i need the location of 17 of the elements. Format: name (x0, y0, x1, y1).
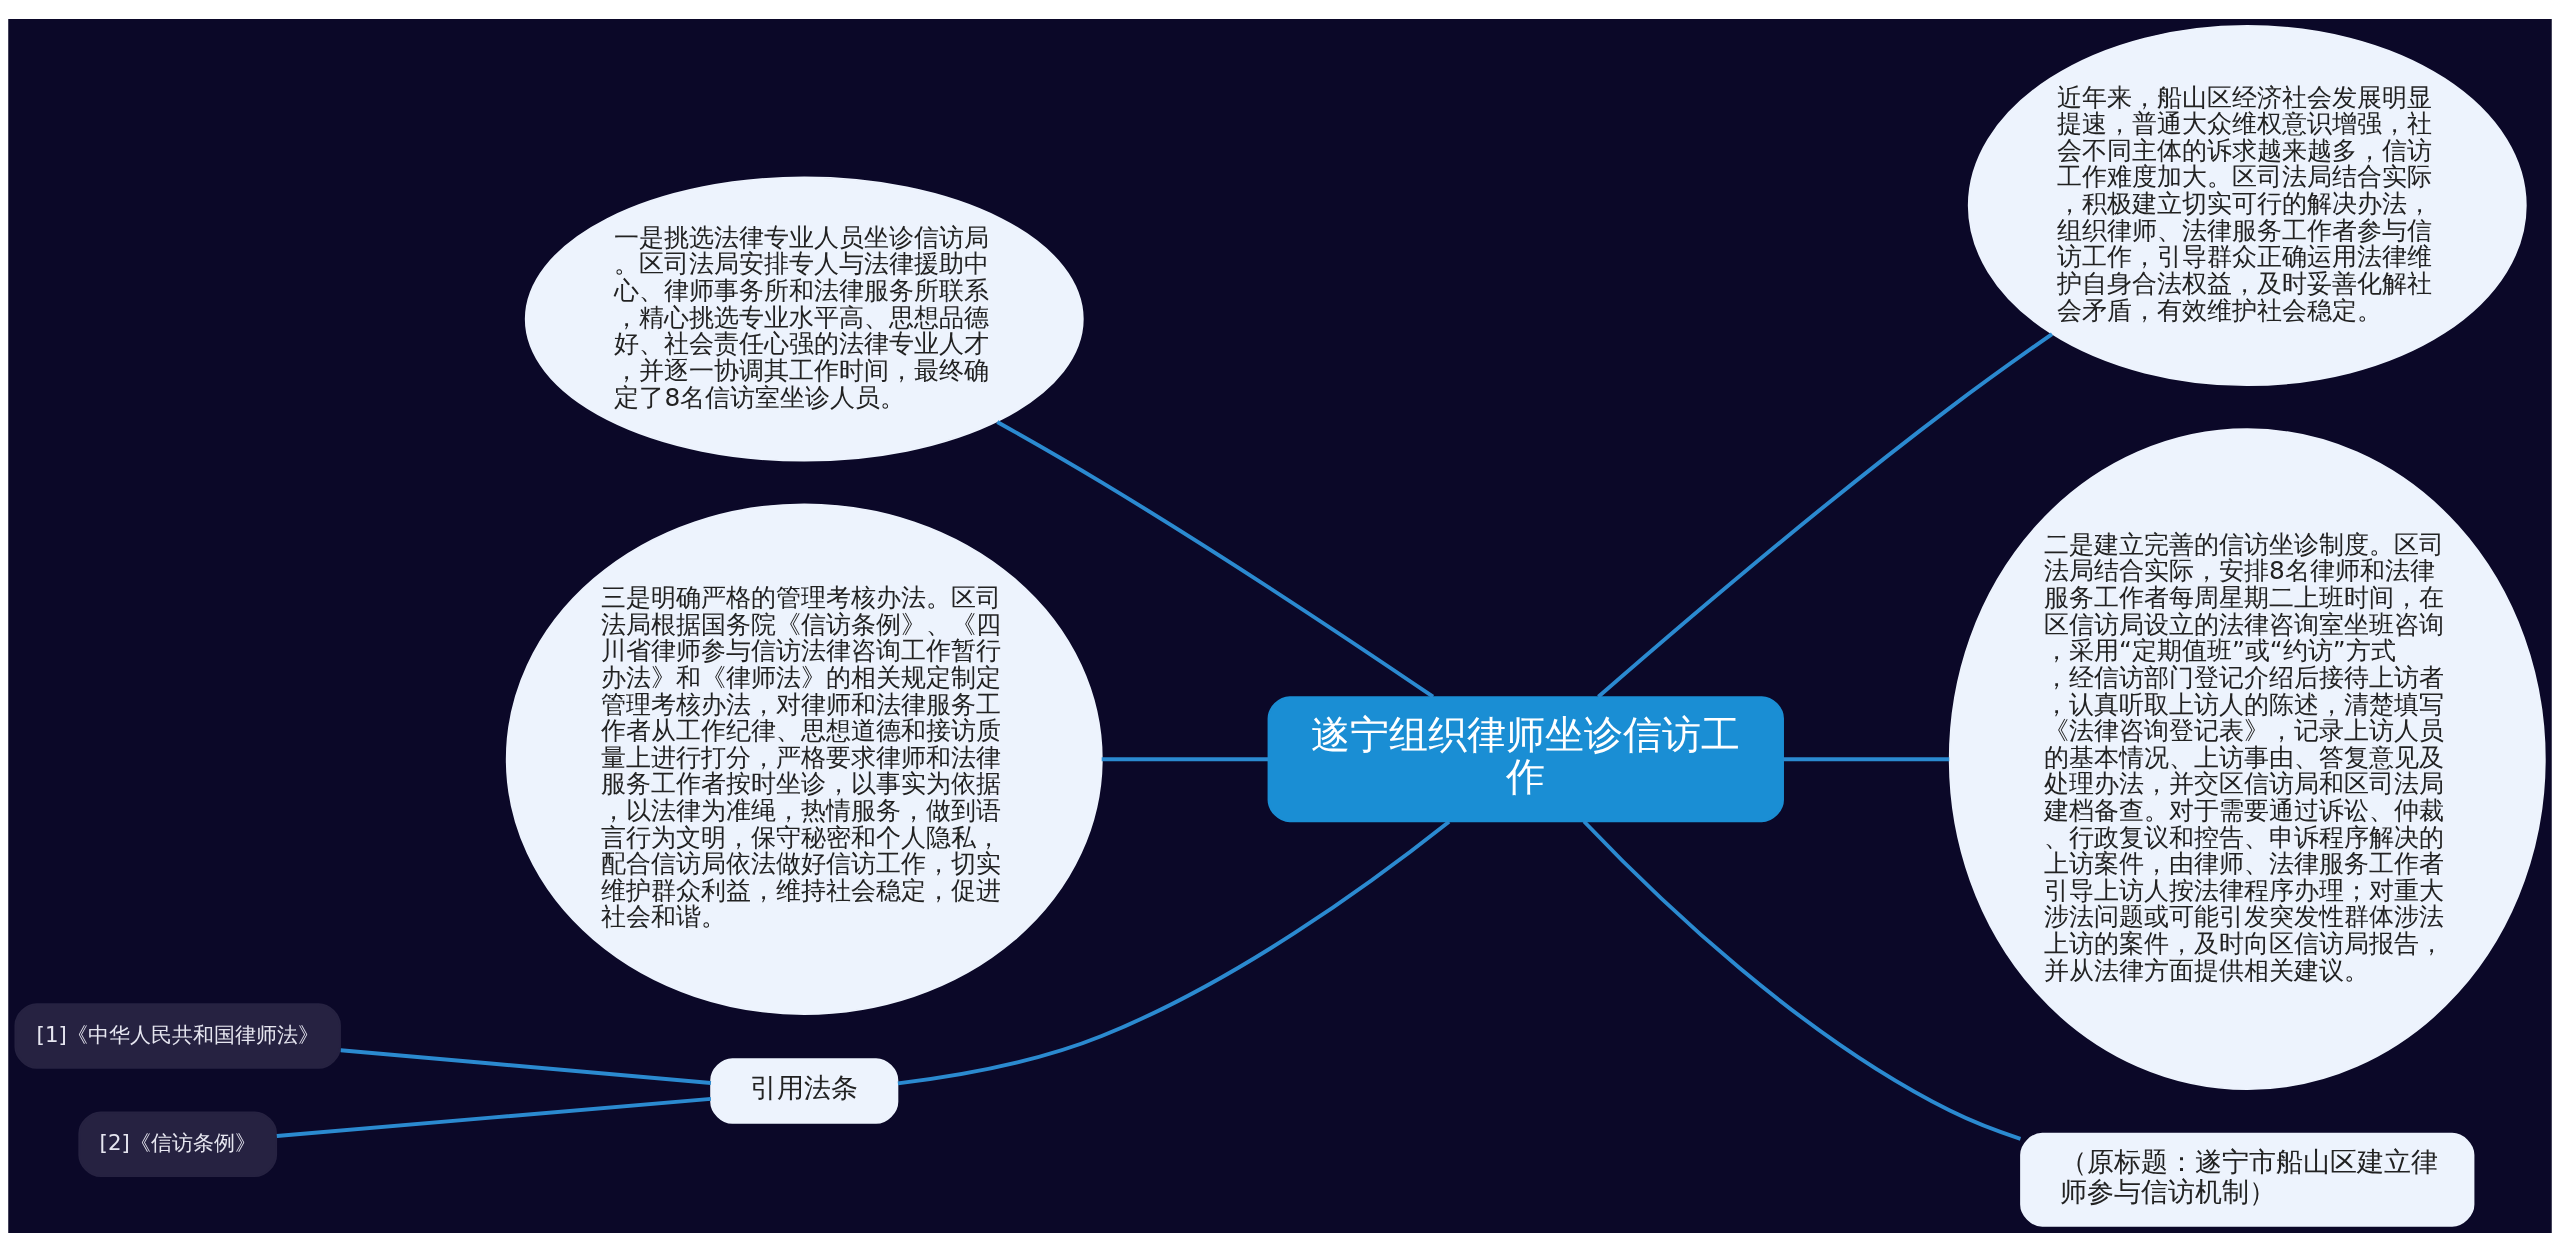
node-ellipse: 近年来，船山区经济社会发展明显提速，普通大众维权意识增强，社会不同主体的诉求越来越多，信访工作难度加大。区司法局结合实际，积极建立切实可行的解决办法，组织律师、法律服务工作者参与信访工作，引导群众正确运用法律维护自身合法权益，及时妥善化解社会矛盾，有效维护社会稳定。 (1967, 24, 2527, 386)
node-ellipse: 三是明确严格的管理考核办法。区司法局根据国务院《信访条例》、《四川省律师参与信访法律咨询工作暂行办法》和《律师法》的相关规定制定管理考核办法，对律师和法律服务工作者从工作纪律、思想道德和接访质量上进行打分，严格要求律师和法律服务工作者按时坐诊，以事实为依据，以法律为准绳，热情服务，做到语言行为文明，保守秘密和个人隐私，配合信访局依法做好信访工作，切实维护群众利益，维持社会稳定，促进社会和谐。 (505, 503, 1103, 1015)
node-box: 遂宁组织律师坐诊信访工作 (1267, 695, 1784, 822)
node-box: （原标题：遂宁市船山区建立律师参与信访机制） (2020, 1132, 2475, 1227)
connector (897, 819, 1451, 1085)
connector (1582, 819, 2022, 1141)
node-circle: 二是建立完善的信访坐诊制度。区司法局结合实际，安排8名律师和法律服务工作者每周星期二上班时间，在区信访局设立的法律咨询室坐班咨询，采用“定期值班”或“约访”方式，经信访部门登记介绍后接待上访者，认真听取上访人的陈述，清楚填写《法律咨询登记表》，记录上访人员的基本情况、上访事由、答复意见及处理办法，并交区信访局和区司法局建档备查。对于需要通过诉讼、仲裁、行政复议和控告、申诉程序解决的上访案件，由律师、法律服务工作者引导上访人按法律程序办理；对重大涉法问题或可能引发突发性群体涉法上访的案件，及时向区信访局报告，并从法律方面提供相关建议。 (1948, 427, 2546, 1090)
connector (1597, 332, 2054, 698)
node-box: [2]《信访条例》 (78, 1110, 278, 1177)
node-box: [1]《中华人民共和国律师法》 (14, 1002, 341, 1069)
connector (1101, 756, 1269, 761)
node-box: 引用法条 (710, 1057, 899, 1124)
connector (996, 419, 1435, 698)
node-ellipse: 一是挑选法律专业人员坐诊信访局。区司法局安排专人与法律援助中心、律师事务所和法律服务所联系，精心挑选专业水平高、思想品德好、社会责任心强的法律专业人才，并逐一协调其工作时间，最终确定了8名信访室坐诊人员。 (524, 176, 1084, 462)
connector (340, 1047, 712, 1085)
connector (276, 1096, 712, 1138)
connector (1783, 756, 1950, 761)
